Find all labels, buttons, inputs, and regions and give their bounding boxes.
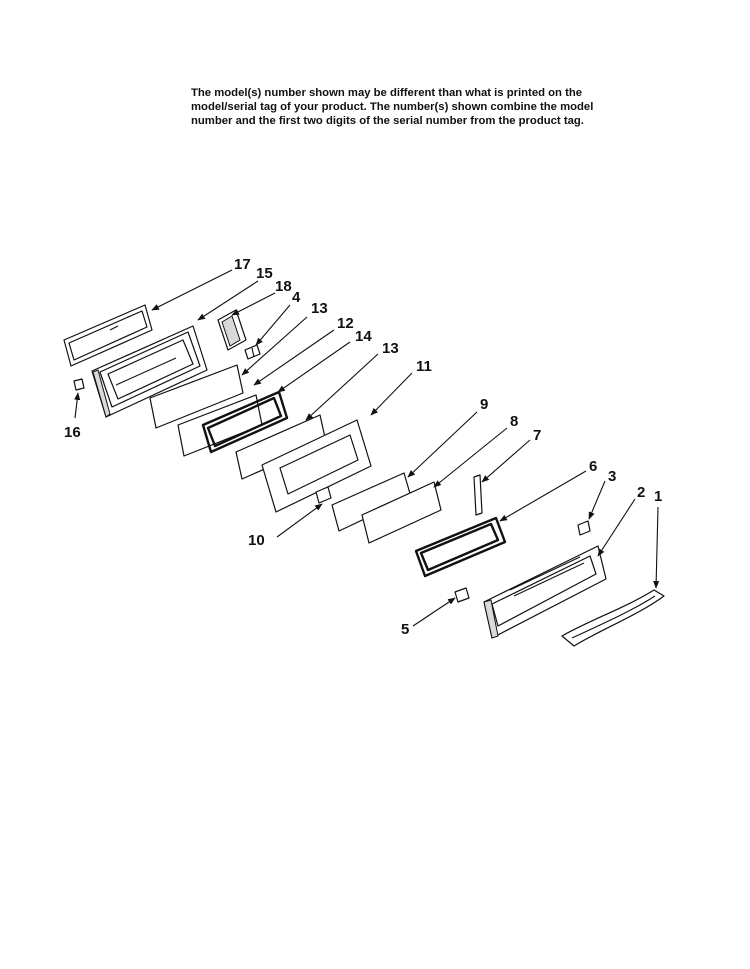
part-4-screw xyxy=(244,344,261,360)
callout-11: 11 xyxy=(416,358,432,375)
part-18-hinge-bracket xyxy=(217,309,247,351)
callout-14: 14 xyxy=(355,328,372,345)
model-number-note: The model(s) number shown may be differe… xyxy=(191,86,611,128)
note-line-1: The model(s) number shown may be differe… xyxy=(191,87,583,99)
callout-13-lower: 13 xyxy=(382,340,399,357)
part-7-bracket xyxy=(473,474,483,516)
callout-17: 17 xyxy=(234,256,251,273)
callout-15: 15 xyxy=(256,265,273,282)
callout-5: 5 xyxy=(401,621,409,638)
callout-18: 18 xyxy=(275,278,292,295)
part-3-screw xyxy=(577,520,591,536)
callout-9: 9 xyxy=(480,396,488,413)
part-17-gasket xyxy=(63,304,153,367)
callout-2: 2 xyxy=(637,484,645,501)
callout-16: 16 xyxy=(64,424,81,441)
part-10-bolt xyxy=(315,486,332,504)
note-line-2: model/serial tag of your product. The nu… xyxy=(191,101,594,113)
part-14-window-frame xyxy=(201,390,289,454)
part-15-door-frame xyxy=(91,325,208,418)
part-1-handle xyxy=(561,589,665,647)
callout-8: 8 xyxy=(510,413,518,430)
callout-1: 1 xyxy=(654,488,662,505)
part-6-gasket xyxy=(414,516,507,578)
callout-12: 12 xyxy=(337,315,354,332)
part-2-outer-door xyxy=(483,545,607,639)
part-13-glass-upper xyxy=(149,364,244,429)
note-line-3: number and the first two digits of the s… xyxy=(191,115,584,127)
leader-lines xyxy=(74,269,660,627)
part-11-door-panel xyxy=(261,419,372,513)
callout-7: 7 xyxy=(533,427,541,444)
callout-10: 10 xyxy=(248,532,265,549)
callout-labels: 17 15 18 4 13 12 14 13 11 16 9 8 7 10 6 … xyxy=(64,256,662,638)
part-5-screw xyxy=(454,587,470,603)
callout-3: 3 xyxy=(608,468,616,485)
callout-4: 4 xyxy=(292,289,301,306)
part-8-glass xyxy=(361,481,442,544)
callout-6: 6 xyxy=(589,458,597,475)
part-16-fastener xyxy=(73,378,85,391)
callout-13-upper: 13 xyxy=(311,300,328,317)
